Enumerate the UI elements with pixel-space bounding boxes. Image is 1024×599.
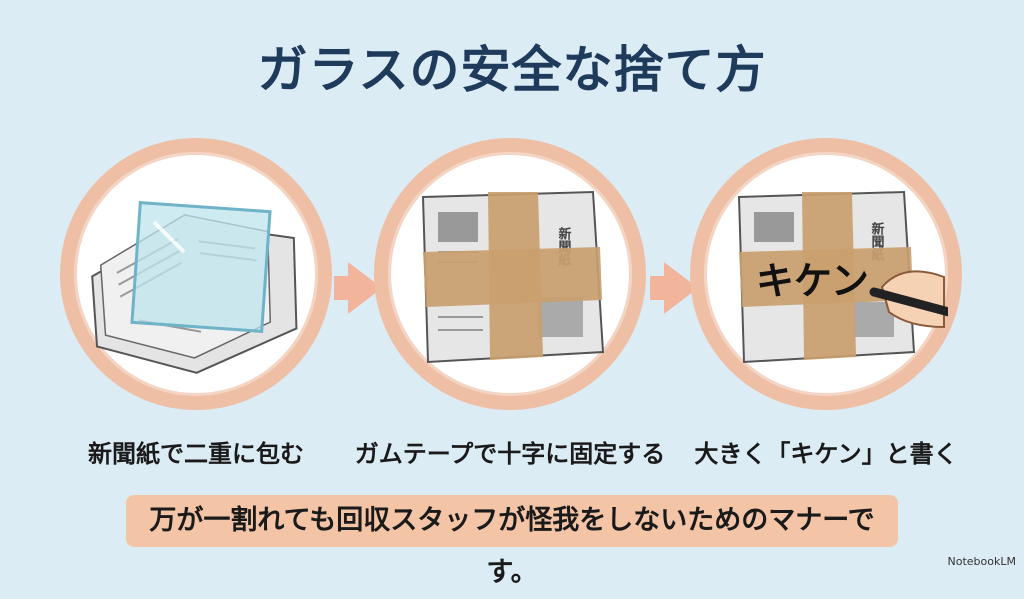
arrow-2-body	[650, 276, 666, 300]
step-1-circle	[60, 138, 332, 410]
page-title: ガラスの安全な捨て方	[257, 41, 767, 99]
taped-package-icon: 新聞紙	[421, 190, 605, 364]
marked-package-icon: 新聞紙 キケン	[737, 190, 948, 364]
safety-note: 万が一割れても回収スタッフが怪我をしないためのマナーです。	[126, 495, 898, 588]
arrow-1-body	[334, 276, 350, 300]
written-warning-text: キケン	[756, 259, 869, 303]
step-2-label: ガムテープで十字に固定する	[354, 440, 666, 468]
brand-watermark: NotebookLM	[947, 555, 1016, 568]
step-1-label: 新聞紙で二重に包む	[88, 440, 304, 468]
step-3-circle: 新聞紙 キケン	[690, 138, 962, 410]
step-3-label: 大きく「キケン」と書く	[694, 440, 958, 468]
step-2-circle: 新聞紙	[374, 138, 646, 410]
glass-on-newspaper-icon	[91, 201, 298, 374]
